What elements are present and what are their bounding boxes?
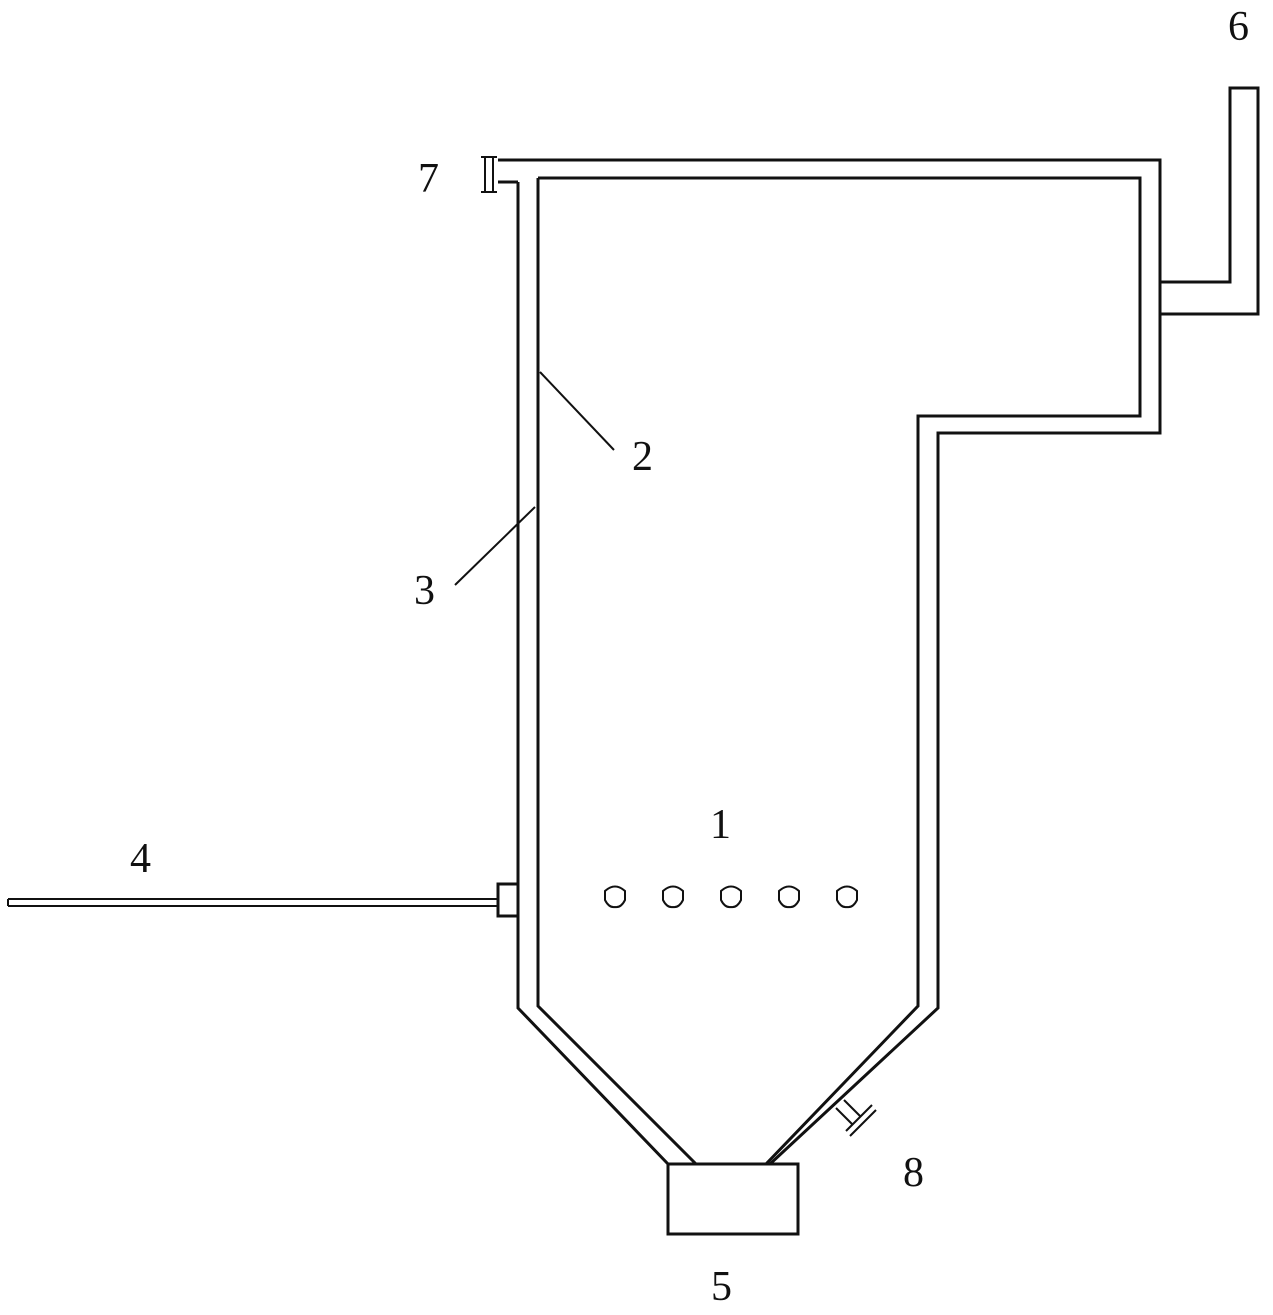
- inner-wall: [498, 176, 1142, 1166]
- top-valve: [481, 156, 497, 193]
- nozzle: [662, 885, 684, 909]
- nozzle: [836, 885, 858, 909]
- nozzle: [604, 885, 626, 909]
- feed-lance: [7, 882, 520, 918]
- label-5: 5: [711, 1264, 732, 1310]
- outer-shell: [498, 158, 1162, 1166]
- label-2: 2: [632, 434, 653, 480]
- bottom-valve: [835, 1099, 877, 1137]
- nozzle: [720, 885, 742, 909]
- leader-line-3: [454, 506, 536, 586]
- label-1: 1: [710, 802, 731, 848]
- nozzle: [778, 885, 800, 909]
- label-3: 3: [414, 568, 435, 614]
- label-6: 6: [1228, 4, 1249, 50]
- label-4: 4: [130, 836, 151, 882]
- leader-line-2: [539, 371, 615, 451]
- bottom-box: [666, 1162, 800, 1236]
- nozzle-row: [604, 885, 858, 909]
- outlet-pipe: [1160, 86, 1260, 316]
- label-7: 7: [418, 156, 439, 202]
- label-8: 8: [903, 1150, 924, 1196]
